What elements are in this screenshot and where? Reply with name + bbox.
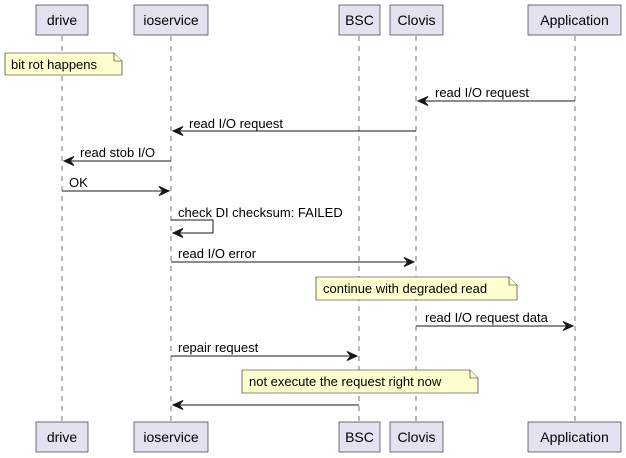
message-label: read I/O request data: [425, 310, 549, 325]
note-label: not execute the request right now: [249, 374, 442, 389]
participant-label: BSC: [345, 12, 374, 28]
message-arrow: OK: [62, 175, 171, 196]
participant-clovis-top: Clovis: [389, 4, 444, 36]
message-arrow: read I/O request: [171, 116, 416, 136]
message-label: read I/O error: [178, 246, 257, 261]
participant-bsc-bottom: BSC: [338, 421, 381, 453]
participant-application-bottom: Application: [527, 421, 622, 453]
message-label: check DI checksum: FAILED: [178, 205, 343, 220]
note-label: continue with degraded read: [323, 281, 487, 296]
participant-clovis-bottom: Clovis: [389, 421, 444, 453]
participant-drive-bottom: drive: [35, 421, 89, 453]
participant-label: BSC: [345, 429, 374, 445]
message-arrow: read I/O error: [171, 246, 416, 267]
note-label: bit rot happens: [11, 57, 98, 72]
participant-label: Clovis: [397, 12, 435, 28]
participant-bsc-top: BSC: [338, 4, 381, 36]
message-label: read I/O request: [435, 85, 529, 100]
participant-ioservice-bottom: ioservice: [133, 421, 209, 453]
participant-label: Clovis: [397, 429, 435, 445]
participant-label: drive: [47, 12, 78, 28]
participant-label: Application: [540, 12, 609, 28]
message-arrow: check DI checksum: FAILED: [171, 205, 343, 238]
message-arrow: read I/O request: [416, 85, 575, 106]
message-arrow: read stob I/O: [62, 145, 171, 166]
note-degraded-read: continue with degraded read: [315, 276, 518, 301]
message-arrow: [171, 400, 359, 410]
message-arrow: repair request: [171, 340, 359, 361]
message-label: read stob I/O: [80, 145, 155, 160]
message-label: repair request: [178, 340, 259, 355]
participant-label: Application: [540, 429, 609, 445]
message-label: read I/O request: [189, 116, 283, 131]
participant-label: drive: [47, 429, 78, 445]
note-not-execute: not execute the request right now: [241, 369, 479, 394]
participant-drive-top: drive: [35, 4, 89, 36]
participant-application-top: Application: [527, 4, 622, 36]
participant-ioservice-top: ioservice: [133, 4, 209, 36]
note-bit-rot: bit rot happens: [4, 52, 123, 76]
message-arrow: read I/O request data: [416, 310, 575, 331]
message-label: OK: [69, 175, 88, 190]
participant-label: ioservice: [143, 12, 198, 28]
participant-label: ioservice: [143, 429, 198, 445]
